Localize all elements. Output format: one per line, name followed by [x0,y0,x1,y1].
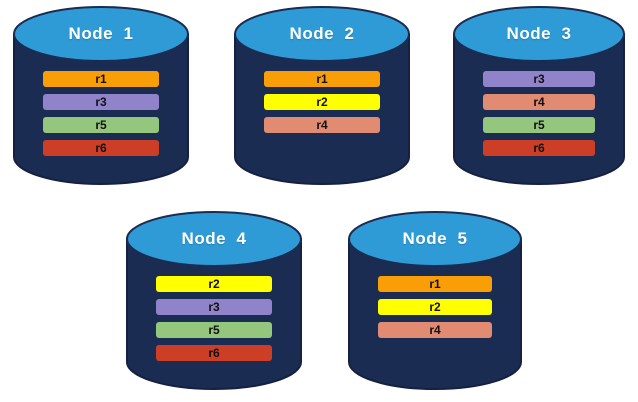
replica-bar-r2[interactable]: r2 [378,299,492,315]
replica-bar-r4[interactable]: r4 [483,94,595,110]
replica-bar-r3[interactable]: r3 [43,94,159,110]
replica-bar-r4[interactable]: r4 [264,117,380,133]
replica-bar-r5[interactable]: r5 [43,117,159,133]
replica-list: r3 r4 r5 r6 [452,71,626,156]
replica-bar-r5[interactable]: r5 [483,117,595,133]
replica-bar-r6[interactable]: r6 [156,345,272,361]
replica-bar-r3[interactable]: r3 [483,71,595,87]
replica-list: r2 r3 r5 r6 [125,276,303,361]
replica-bar-r1[interactable]: r1 [43,71,159,87]
cylinder-top-ellipse [234,6,410,62]
replica-bar-r5[interactable]: r5 [156,322,272,338]
replica-bar-r1[interactable]: r1 [264,71,380,87]
replica-list: r1 r2 r4 [233,71,411,133]
replica-list: r1 r2 r4 [347,276,523,338]
cylinder-top-ellipse [348,211,522,267]
cylinder-top-ellipse [13,6,189,62]
cylinder-top-ellipse [126,211,302,267]
replica-bar-r1[interactable]: r1 [378,276,492,292]
replica-bar-r6[interactable]: r6 [43,140,159,156]
replica-list: r1 r3 r5 r6 [12,71,190,156]
replica-bar-r2[interactable]: r2 [156,276,272,292]
cylinder-top-ellipse [453,6,625,62]
replica-bar-r6[interactable]: r6 [483,140,595,156]
replica-bar-r3[interactable]: r3 [156,299,272,315]
replica-bar-r4[interactable]: r4 [378,322,492,338]
replica-bar-r2[interactable]: r2 [264,94,380,110]
